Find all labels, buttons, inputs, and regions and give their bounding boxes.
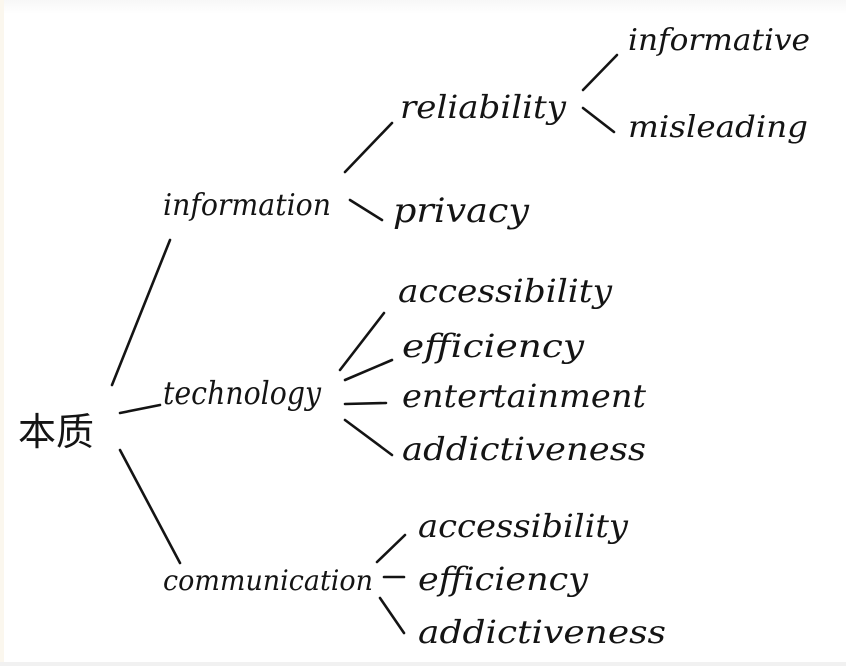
node-communication: communication	[163, 564, 373, 597]
edge-root-technology	[118, 403, 162, 415]
node-technology-efficiency: efficiency	[402, 327, 585, 365]
top-shadow	[0, 0, 846, 14]
node-reliability: reliability	[400, 88, 567, 126]
node-privacy: privacy	[393, 191, 530, 231]
node-misleading: misleading	[628, 110, 808, 145]
edge-technology-addictiveness	[343, 418, 394, 457]
left-edge	[0, 0, 4, 666]
edge-root-communication	[118, 448, 182, 565]
edge-root-information	[110, 238, 172, 387]
node-communication-addictiveness: addictiveness	[418, 613, 666, 651]
node-technology-addictiveness: addictiveness	[402, 430, 646, 468]
node-communication-efficiency: efficiency	[418, 560, 589, 598]
edge-reliability-informative	[581, 53, 619, 92]
node-technology-accessibility: accessibility	[398, 272, 613, 310]
edge-information-privacy	[348, 198, 384, 222]
node-technology: technology	[163, 374, 322, 412]
edge-information-reliability	[343, 121, 394, 174]
edge-communication-addictiveness	[378, 596, 406, 635]
node-technology-entertainment: entertainment	[402, 377, 646, 415]
node-informative: informative	[628, 23, 810, 58]
connectors	[110, 53, 619, 635]
edge-technology-accessibility	[338, 311, 386, 372]
bottom-edge	[0, 662, 846, 666]
edge-reliability-misleading	[581, 106, 616, 134]
node-information: information	[163, 188, 331, 223]
node-communication-accessibility: accessibility	[418, 507, 629, 545]
root-label: 本质	[18, 410, 94, 454]
edge-technology-efficiency	[343, 358, 394, 382]
edge-technology-entertainment	[343, 401, 388, 406]
edge-communication-accessibility	[375, 533, 407, 564]
